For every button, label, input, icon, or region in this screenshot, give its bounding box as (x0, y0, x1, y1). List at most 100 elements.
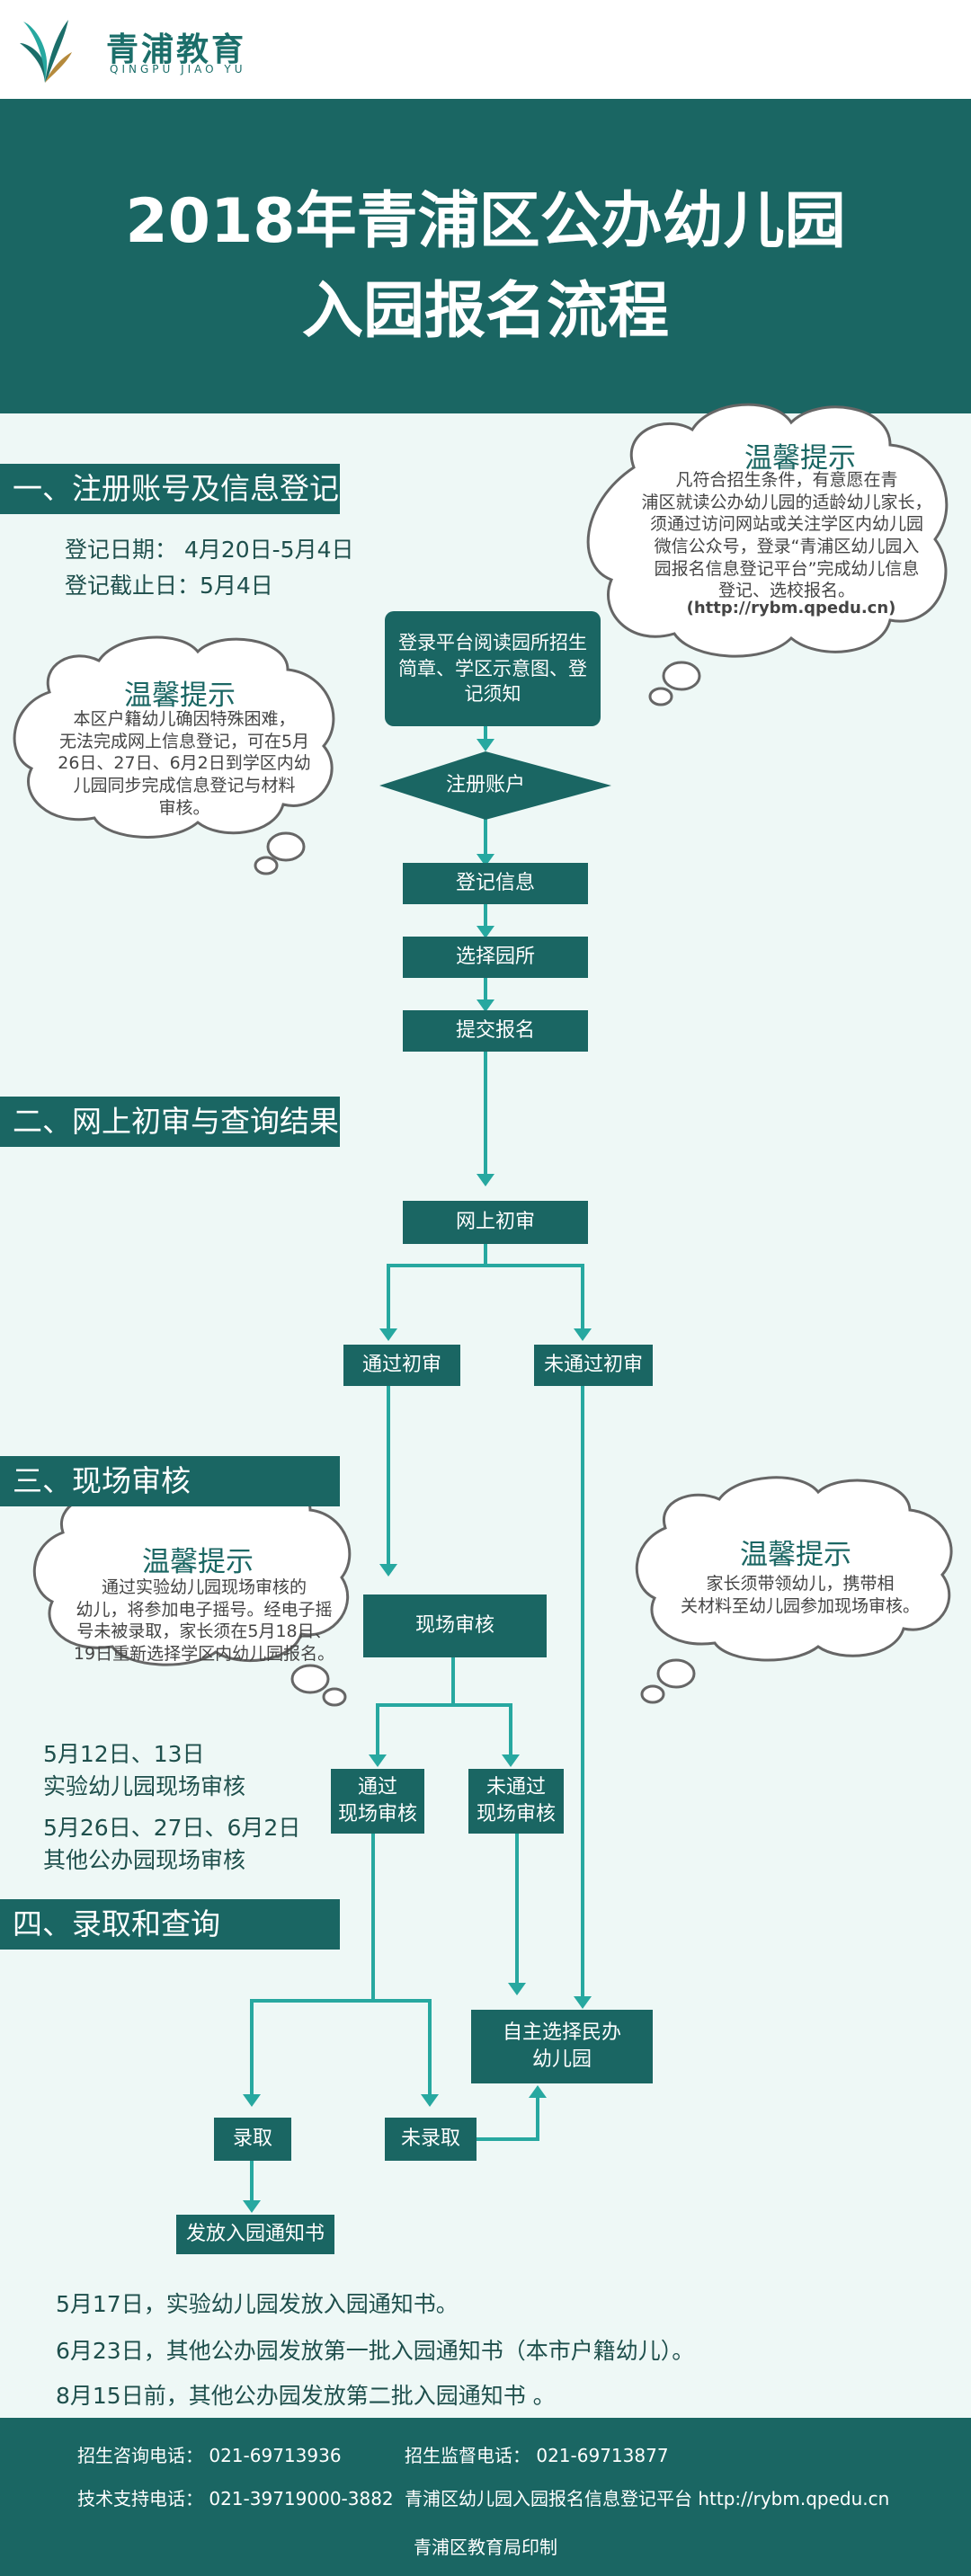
arrowhead (477, 926, 494, 938)
platform-info: 青浦区幼儿园入园报名信息登记平台 http://rybm.qpedu.cn (405, 2488, 890, 2509)
onsite-date-1: 5月12日、13日 (43, 1741, 205, 1767)
consult-phone: 招生咨询电话： 021-69713936 (77, 2445, 342, 2466)
header-banner: 2018年青浦区公办幼儿园 入园报名流程 (0, 99, 971, 413)
arrowhead (477, 854, 494, 866)
flow-line: 现场审核 (337, 1803, 417, 1825)
cloud-right-mid (635, 1476, 953, 1704)
flow-line: 幼儿园 (531, 2048, 592, 2071)
arrowhead (574, 1328, 592, 1341)
notice-line-3: 8月15日前，其他公办园发放第二批入园通知书 。 (56, 2383, 556, 2409)
cloud-right-mid-title: 温馨提示 (740, 1539, 851, 1571)
section-header-1: 一、注册账号及信息登记 (0, 464, 340, 514)
cloud-line: 本区户籍幼儿确因特殊困难， (73, 709, 296, 729)
arrowhead (529, 2085, 547, 2098)
platform-url: (http://rybm.qpedu.cn) (686, 599, 896, 617)
arrow-onsite-fail (453, 1703, 512, 1758)
cloud-left-top (13, 635, 335, 875)
cloud-left-mid-text: 通过实验幼儿园现场审核的 幼儿，将参加电子摇号。经电子摇 号未被录取，家长须在5… (56, 1577, 352, 1666)
logo-name-cn: 青浦教育 (106, 31, 247, 68)
flow-choose-box: 选择园所 (403, 937, 588, 978)
flow-fail-onsite-box: 未通过 现场审核 (468, 1769, 564, 1834)
arrowhead (508, 1983, 526, 1995)
cloud-right-top-text: 凡符合招生条件，有意愿在青 浦区就读公办幼儿园的适龄幼儿家长， 须通过访问网站或… (617, 469, 957, 602)
cloud-right-top-title: 温馨提示 (744, 442, 856, 475)
arrowhead (243, 2094, 261, 2107)
flow-online-review-box: 网上初审 (403, 1201, 588, 1244)
flow-pass-initial-box: 通过初审 (343, 1345, 460, 1386)
flow-line: 登录平台阅读园所招生 (398, 632, 587, 654)
flow-line: 自主选择民办 (502, 2021, 621, 2045)
flow-pass-onsite-box: 通过 现场审核 (331, 1769, 424, 1834)
onsite-date-2: 5月26日、27日、6月2日 (43, 1815, 301, 1841)
cloud-line: 通过实验幼儿园现场审核的 (101, 1577, 307, 1597)
flow-connectors (13, 403, 953, 2213)
flow-line: 未通过 (486, 1776, 546, 1799)
section-header-3: 三、现场审核 (0, 1456, 340, 1506)
arrowhead (379, 1328, 397, 1341)
cloud-line: 微信公众号，登录“青浦区幼儿园入 (654, 537, 920, 557)
arrowhead (477, 739, 494, 751)
arrowhead (369, 1754, 387, 1767)
title-line-2: 入园报名流程 (301, 276, 669, 347)
flow-line: 简章、学区示意图、登 (398, 657, 587, 680)
cloud-left-top-title: 温馨提示 (124, 680, 236, 712)
arrow-review-fail (486, 1264, 584, 1332)
cloud-line: 19日重新选择学区内幼儿园报名。 (73, 1644, 335, 1665)
cloud-line: 浦区就读公办幼儿园的适龄幼儿家长， (641, 492, 932, 512)
arrow-review-pass (387, 1244, 487, 1332)
arrowhead (477, 1174, 494, 1186)
flow-login-box: 登录平台阅读园所招生 简章、学区示意图、登 记须知 (385, 611, 601, 726)
section-header-2: 二、网上初审与查询结果 (0, 1097, 340, 1147)
arrowhead (379, 1564, 397, 1577)
cloud-line: 儿园同步完成信息登记与材料 (73, 776, 296, 796)
footer: 招生咨询电话： 021-69713936 招生监督电话： 021-6971387… (0, 2418, 971, 2576)
onsite-desc-2: 其他公办园现场审核 (43, 1847, 246, 1873)
flow-line: 现场审核 (476, 1803, 556, 1825)
flow-not-admit-box: 未录取 (385, 2118, 477, 2161)
cloud-line: 园报名信息登记平台”完成幼儿信息 (654, 558, 920, 579)
cloud-line: 关材料至幼儿园参加现场审核。 (680, 1595, 920, 1616)
cloud-line: 无法完成网上信息登记，可在5月 (58, 731, 310, 751)
flow-admit-box: 录取 (214, 2118, 291, 2161)
cloud-line: 26日、27日、6月2日到学区内幼 (58, 753, 311, 774)
title-line-1: 2018年青浦区公办幼儿园 (125, 186, 846, 257)
flow-line: 记须知 (464, 683, 521, 706)
cloud-left-top-text: 本区户籍幼儿确因特殊困难， 无法完成网上信息登记，可在5月 26日、27日、6月… (36, 708, 333, 819)
logo-bar: 青浦教育 QINGPU JIAO YU (0, 0, 971, 99)
arrowhead (477, 999, 494, 1012)
arrow-pass-notadmit (373, 1999, 432, 2098)
cloud-right-top (586, 403, 949, 706)
cloud-line: 审核。 (158, 797, 210, 818)
arrowhead (243, 2200, 261, 2213)
flow-private-kindergarten-box: 自主选择民办 幼儿园 (471, 2010, 653, 2083)
cloud-left-mid-title: 温馨提示 (142, 1546, 254, 1578)
supervise-phone: 招生监督电话： 021-69713877 (405, 2445, 669, 2466)
notice-line-2: 6月23日，其他公办园发放第一批入园通知书（本市户籍幼儿）。 (56, 2338, 695, 2364)
registration-deadline: 登记截止日：5月4日 (65, 573, 273, 599)
flow-notice-box: 发放入园通知书 (176, 2215, 334, 2254)
logo-name-en: QINGPU JIAO YU (110, 63, 246, 76)
printer-credit: 青浦区教育局印制 (414, 2536, 557, 2558)
flow-register-label: 注册账户 (445, 774, 525, 797)
cloud-line: 幼儿，将参加电子摇号。经电子摇 (76, 1599, 333, 1620)
flow-onsite-review-box: 现场审核 (363, 1594, 547, 1657)
flow-submit-box: 提交报名 (403, 1010, 588, 1052)
cloud-right-mid-text: 家长须带领幼儿，携带相 关材料至幼儿园参加现场审核。 (656, 1573, 944, 1617)
arrowhead (574, 1996, 592, 2009)
leaf-logo-icon (20, 20, 72, 83)
cloud-line: 凡符合招生条件，有意愿在青 (675, 470, 898, 490)
flow-fail-initial-box: 未通过初审 (534, 1345, 653, 1386)
register-diamond (379, 751, 611, 820)
arrowhead (502, 1754, 520, 1767)
flow-info-box: 登记信息 (403, 863, 588, 904)
arrowhead (421, 2094, 439, 2107)
onsite-desc-1: 实验幼儿园现场审核 (43, 1773, 246, 1799)
cloud-line: 家长须带领幼儿，携带相 (706, 1574, 895, 1594)
arrow-pass-admit (250, 1834, 375, 2098)
flow-line: 通过 (357, 1776, 397, 1799)
cloud-line: 须通过访问网站或关注学区内幼儿园 (649, 514, 923, 535)
section-header-4: 四、录取和查询 (0, 1899, 340, 1950)
arrow-notadmit-private (477, 2094, 539, 2141)
notice-line-1: 5月17日，实验幼儿园发放入园通知书。 (56, 2291, 459, 2317)
